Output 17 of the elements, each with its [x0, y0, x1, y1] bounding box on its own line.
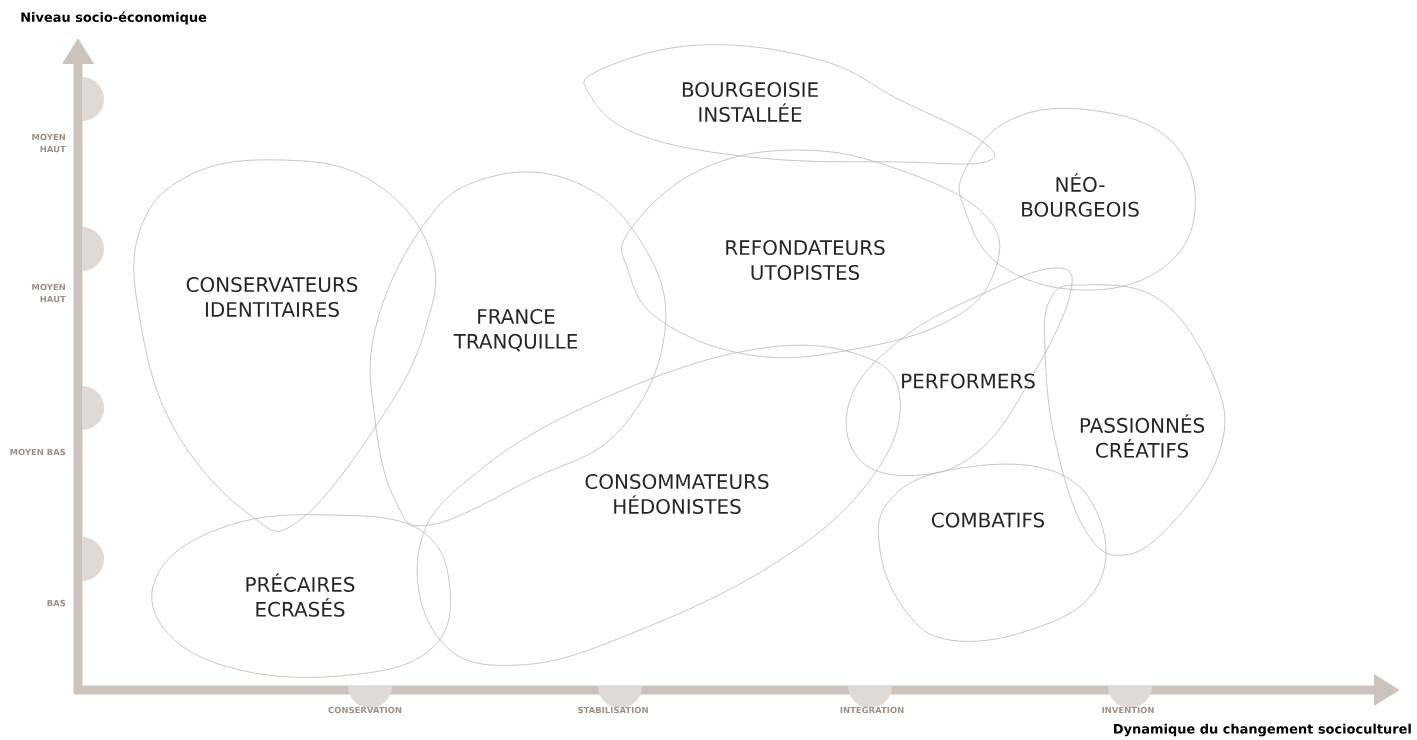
- tick-label: STABILISATION: [578, 706, 648, 714]
- axis-title: Dynamique du changement socioculturel: [1114, 723, 1411, 737]
- segment-blob: PRÉCAIRES ECRASÉS: [151, 514, 451, 678]
- tick-label: INTEGRATION: [840, 706, 904, 714]
- tick-label: MOYEN HAUT: [32, 133, 66, 153]
- tick-label: BAS: [47, 599, 66, 607]
- tick-label: MOYEN HAUT: [32, 283, 66, 303]
- tick-label: INVENTION: [1102, 706, 1154, 714]
- segment-blob: PASSIONNÉS CRÉATIFS: [1043, 284, 1226, 556]
- segment-blob: REFONDATEURS UTOPISTES: [621, 149, 1001, 359]
- segment-blob: COMBATIFS: [877, 463, 1107, 642]
- segment-blob: CONSERVATEURS IDENTITAIRES: [133, 159, 436, 532]
- tick-label: MOYEN BAS: [10, 448, 66, 456]
- axis-title: Niveau socio-économique: [21, 11, 207, 25]
- segment-blob: BOURGEOISIE INSTALLÉE: [583, 44, 996, 165]
- segment-blob: NÉO- BOURGEOIS: [958, 107, 1196, 291]
- tick-label: CONSERVATION: [328, 706, 402, 714]
